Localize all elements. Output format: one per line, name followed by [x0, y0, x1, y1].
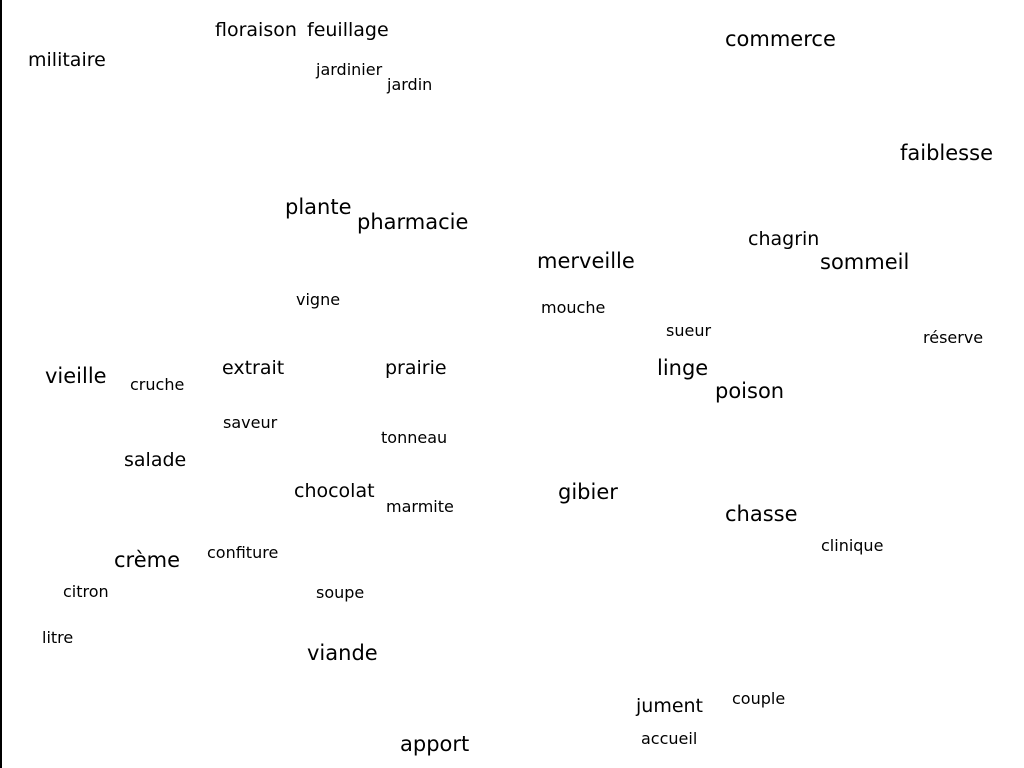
word-linge: linge	[657, 356, 709, 380]
word-salade: salade	[124, 449, 187, 471]
word-feuillage: feuillage	[307, 19, 389, 41]
word-clinique: clinique	[821, 536, 884, 555]
word-saveur: saveur	[223, 413, 278, 432]
word-faiblesse: faiblesse	[900, 141, 993, 165]
word-plante: plante	[285, 195, 352, 219]
word-commerce: commerce	[725, 27, 836, 51]
word-gibier: gibier	[558, 480, 618, 504]
word-litre: litre	[42, 628, 74, 647]
word-citron: citron	[63, 582, 109, 601]
word-creme: crème	[114, 548, 181, 572]
word-sommeil: sommeil	[820, 250, 910, 274]
word-pharmacie: pharmacie	[357, 210, 469, 234]
word-chagrin: chagrin	[748, 228, 820, 250]
word-sueur: sueur	[666, 321, 712, 340]
word-vigne: vigne	[296, 290, 341, 309]
word-mouche: mouche	[541, 298, 606, 317]
word-marmite: marmite	[386, 497, 454, 516]
word-merveille: merveille	[537, 249, 635, 273]
word-chocolat: chocolat	[294, 480, 375, 502]
word-soupe: soupe	[316, 583, 365, 602]
word-poison: poison	[715, 379, 785, 403]
word-militaire: militaire	[28, 49, 106, 71]
word-couple: couple	[732, 689, 786, 708]
word-confiture: confiture	[207, 543, 279, 562]
word-jument: jument	[636, 695, 704, 717]
word-chasse: chasse	[725, 502, 798, 526]
word-cruche: cruche	[130, 375, 185, 394]
word-viande: viande	[307, 641, 378, 665]
word-tonneau: tonneau	[381, 428, 448, 447]
word-apport: apport	[400, 732, 470, 756]
word-accueil: accueil	[641, 729, 698, 748]
word-jardinier: jardinier	[316, 60, 383, 79]
word-vieille: vieille	[45, 364, 107, 388]
word-jardin: jardin	[387, 75, 433, 94]
word-floraison: floraison	[215, 19, 297, 41]
word-extrait: extrait	[222, 357, 285, 379]
word-reserve: réserve	[923, 328, 984, 347]
word-prairie: prairie	[385, 357, 447, 379]
